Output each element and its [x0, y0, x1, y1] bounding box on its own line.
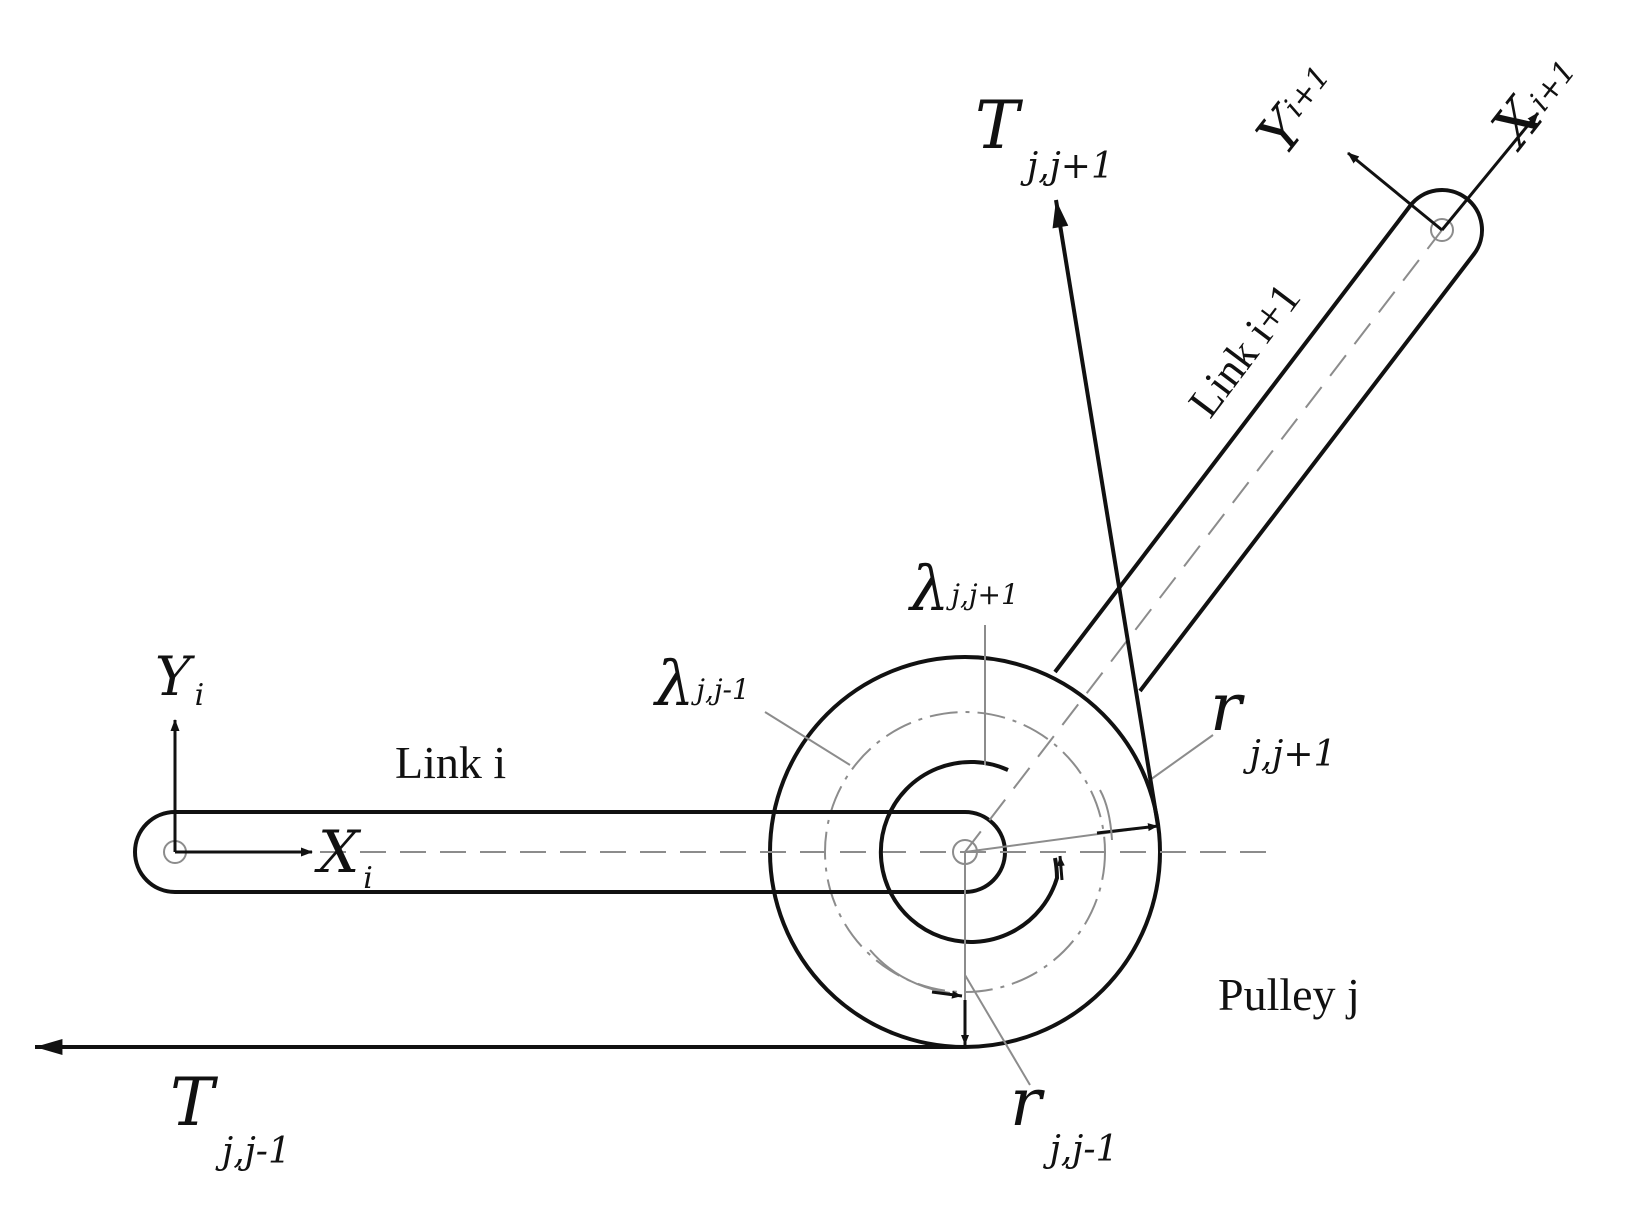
angle-lambda-jjm1-arrow: [931, 990, 963, 999]
label-r-jjm1: rj,j-1: [1010, 1064, 1118, 1170]
label-T-jjm1: Tj,j-1: [170, 1064, 291, 1172]
leader-lambda-jjm1: [764, 711, 851, 766]
angle-lambda-jj1-arc: [1099, 789, 1113, 841]
link-i1-body: [1053, 188, 1484, 693]
label-link-i1: Link i+1: [1179, 274, 1310, 426]
leader-r-jjm1: [964, 974, 1031, 1086]
leader-r-jj1: [1149, 734, 1214, 781]
label-r-jj1: rj,j+1: [1210, 669, 1336, 775]
radius-r-jj1-tick: [1096, 823, 1159, 835]
label-pulley-j: Pulley j: [1218, 969, 1360, 1020]
frame-i1-y-axis: [1347, 151, 1443, 232]
joint-i1-pin: [1430, 218, 1454, 242]
label-lambda-jj1: λj,j+1: [907, 552, 1019, 625]
rotation-arc-inner: [878, 759, 1060, 944]
label-link-i: Link i: [395, 737, 506, 788]
label-Yi1: Yi+1: [1245, 53, 1353, 166]
angle-lambda-jjm1-arc: [869, 949, 951, 994]
link-i1-centerline: [964, 229, 1443, 853]
label-Xi1: Xi+1: [1477, 42, 1591, 162]
label-lambda-jjm1: λj,j-1: [652, 647, 750, 720]
label-T-jj1: Tj,j+1: [975, 87, 1114, 187]
rotation-arc-arrowhead: [1056, 855, 1065, 881]
tension-T-jj1: [1052, 199, 1160, 827]
frame-i1-x-axis: [1440, 112, 1540, 231]
